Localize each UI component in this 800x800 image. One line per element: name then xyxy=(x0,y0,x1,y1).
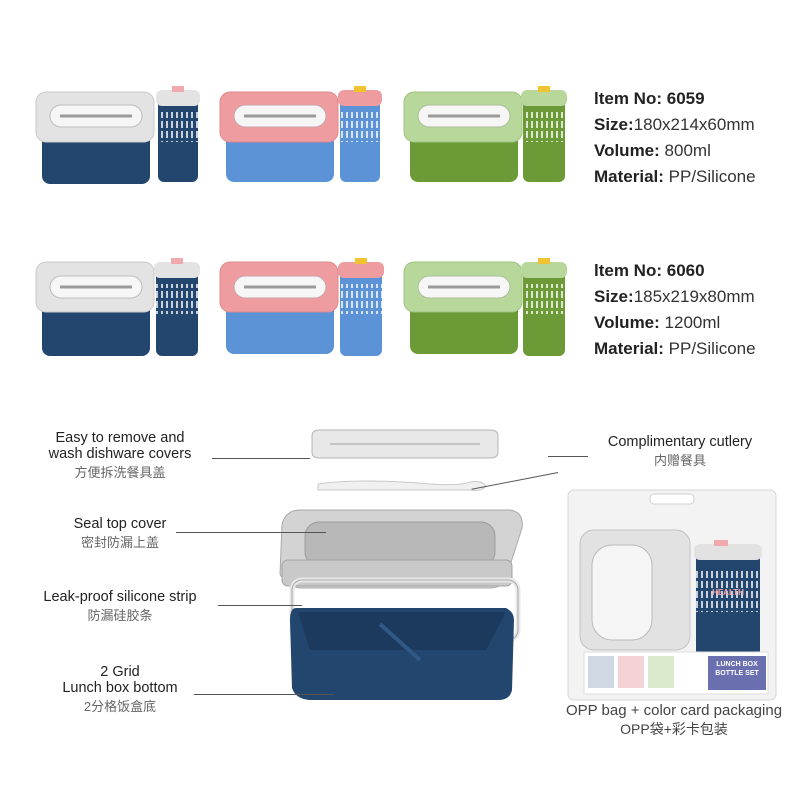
seal-label-en: Seal top cover xyxy=(73,516,167,532)
set-6059-green xyxy=(403,86,567,182)
item-no-value: 6059 xyxy=(666,89,705,108)
item-no-label: ltem No: xyxy=(594,89,662,108)
seal-caption: Seal top cover 密封防漏上盖 xyxy=(40,516,200,551)
covers-label-cn: 方便拆洗餐具盖 xyxy=(74,465,166,480)
bottom-leader-line xyxy=(194,694,334,695)
bottom-label-cn: 2分格饭盒底 xyxy=(83,699,157,714)
cutlery-leader-line-a xyxy=(548,456,588,457)
size-value: 180x214x60mm xyxy=(633,115,755,134)
packaging-bag xyxy=(567,489,777,701)
strip-label-en: Leak-proof silicone strip xyxy=(43,589,197,605)
spec-block-6060: ltem No: 6060 Size:185x219x80mm Volume: … xyxy=(594,258,756,362)
set-6060-navy xyxy=(35,258,200,356)
set-6059-pink-blue xyxy=(219,86,382,182)
cutlery-caption: Complimentary cutlery 内赠餐具 xyxy=(590,434,770,469)
size-label: Size: xyxy=(594,287,634,306)
set-6059-navy xyxy=(35,86,200,184)
seal-label-cn: 密封防漏上盖 xyxy=(80,535,159,550)
size-value: 185x219x80mm xyxy=(633,287,755,306)
cutlery-label-cn: 内赠餐具 xyxy=(653,453,706,468)
strip-leader-line xyxy=(218,605,302,606)
bottom-label-en-1: 2 Grid xyxy=(100,664,140,680)
exploded-lunch-box xyxy=(279,429,523,700)
set-6060-pink-blue xyxy=(219,258,384,356)
material-label: Material: xyxy=(594,339,664,358)
covers-label-en-1: Easy to remove and xyxy=(55,430,185,446)
packaging-card-title: LUNCH BOX BOTTLE SET xyxy=(708,660,766,678)
covers-label-en-2: wash dishware covers xyxy=(48,446,192,462)
material-label: Material: xyxy=(594,167,664,186)
packaging-caption-en: OPP bag + color card packaging xyxy=(565,702,783,719)
covers-caption: Easy to remove and wash dishware covers … xyxy=(30,430,210,481)
item-no-value: 6060 xyxy=(666,261,705,280)
packaging-card-title-1: LUNCH BOX xyxy=(716,661,758,668)
spec-block-6059: ltem No: 6059 Size:180x214x60mm Volume: … xyxy=(594,86,756,190)
seal-leader-line xyxy=(176,532,326,533)
material-value: PP/Silicone xyxy=(668,167,756,186)
strip-caption: Leak-proof silicone strip 防漏硅胶条 xyxy=(20,589,220,624)
packaging-card-title-2: BOTTLE SET xyxy=(715,670,759,677)
material-value: PP/Silicone xyxy=(668,339,756,358)
size-label: Size: xyxy=(594,115,634,134)
packaging-caption: OPP bag + color card packaging OPP袋+彩卡包装 xyxy=(556,702,792,739)
volume-value: 1200ml xyxy=(664,313,721,332)
bottom-label-en-2: Lunch box bottom xyxy=(62,680,178,696)
volume-value: 800ml xyxy=(664,141,711,160)
set-6060-green xyxy=(403,258,567,356)
packaging-caption-cn: OPP袋+彩卡包装 xyxy=(620,721,728,737)
bottom-caption: 2 Grid Lunch box bottom 2分格饭盒底 xyxy=(40,664,200,715)
volume-label: Volume: xyxy=(594,141,660,160)
item-no-label: ltem No: xyxy=(594,261,662,280)
strip-label-cn: 防漏硅胶条 xyxy=(87,608,153,623)
cutlery-label-en: Complimentary cutlery xyxy=(607,434,753,450)
volume-label: Volume: xyxy=(594,313,660,332)
bottle-print-text: HEALTH xyxy=(712,588,744,597)
covers-leader-line xyxy=(212,458,310,459)
